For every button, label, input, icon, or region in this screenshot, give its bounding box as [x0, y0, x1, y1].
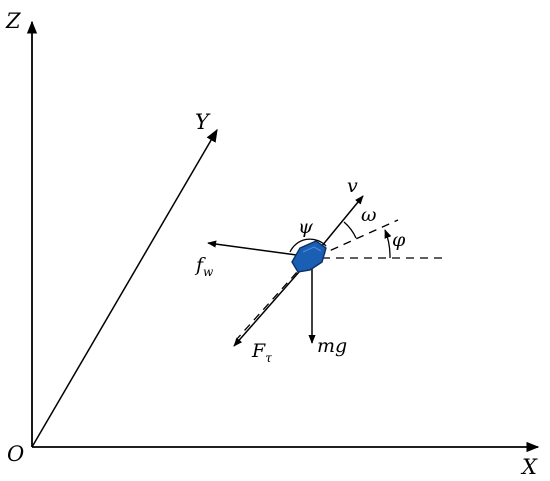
- omega-label: ω: [361, 204, 377, 226]
- psi-angle-arc: [289, 238, 327, 253]
- gravity-label: mg: [317, 335, 347, 357]
- drag-force-vector: [207, 240, 305, 257]
- tilted-reference-line: [317, 219, 399, 257]
- psi-label: ψ: [298, 216, 314, 238]
- omega-angle-arc: [343, 221, 357, 239]
- phi-angle-arc: [384, 229, 392, 259]
- y-axis-line: [31, 128, 218, 448]
- phi-label: φ: [392, 229, 406, 251]
- y-axis-label: Y: [195, 110, 211, 134]
- z-axis-label: Z: [5, 9, 21, 33]
- drag-force-label: fw: [194, 254, 214, 279]
- thrust-force-vector: [233, 263, 307, 347]
- x-axis-label: X: [520, 455, 538, 479]
- particle-highlight: [302, 246, 322, 253]
- thrust-force-label: Fτ: [251, 340, 272, 365]
- thrust-reference-line: [235, 261, 307, 341]
- origin-label: O: [7, 442, 24, 466]
- velocity-label: v: [347, 175, 358, 197]
- particle: [291, 240, 327, 273]
